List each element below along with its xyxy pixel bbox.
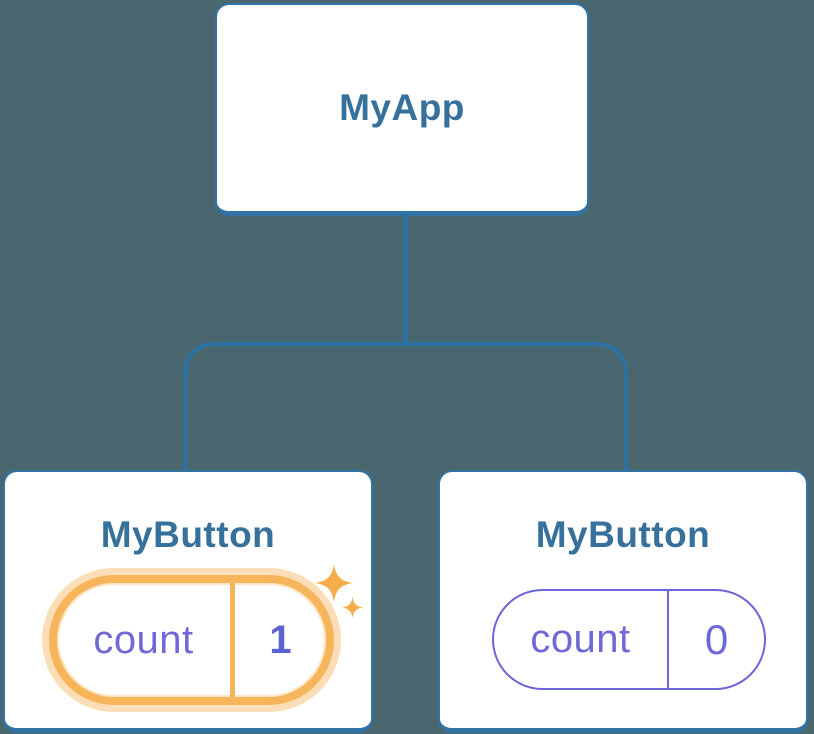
component-node-myapp: MyApp bbox=[215, 3, 589, 216]
state-key-cell: count bbox=[57, 583, 230, 697]
state-key-cell: count bbox=[494, 591, 667, 688]
state-value-cell: 1 bbox=[235, 583, 326, 697]
pill-divider bbox=[230, 583, 235, 697]
sparkle-icon bbox=[315, 564, 353, 602]
component-node-mybutton: MyButton count 0 bbox=[438, 470, 808, 733]
sparkle-icon bbox=[342, 597, 363, 618]
state-value: 1 bbox=[269, 617, 292, 662]
component-node-mybutton-updated: MyButton count 1 bbox=[3, 470, 373, 733]
component-label: MyButton bbox=[535, 514, 711, 555]
state-key-label: count bbox=[93, 617, 194, 662]
component-label: MyApp bbox=[339, 87, 465, 128]
state-pill: count 0 bbox=[492, 589, 766, 690]
pill-divider bbox=[667, 591, 669, 688]
state-value: 0 bbox=[704, 615, 729, 663]
state-key-label: count bbox=[530, 617, 631, 661]
component-label: MyButton bbox=[100, 514, 276, 555]
state-value-cell: 0 bbox=[669, 591, 764, 688]
tree-connector-stem bbox=[403, 214, 408, 344]
state-pill-highlighted: count 1 bbox=[49, 575, 334, 705]
tree-connector-branch bbox=[183, 342, 628, 470]
